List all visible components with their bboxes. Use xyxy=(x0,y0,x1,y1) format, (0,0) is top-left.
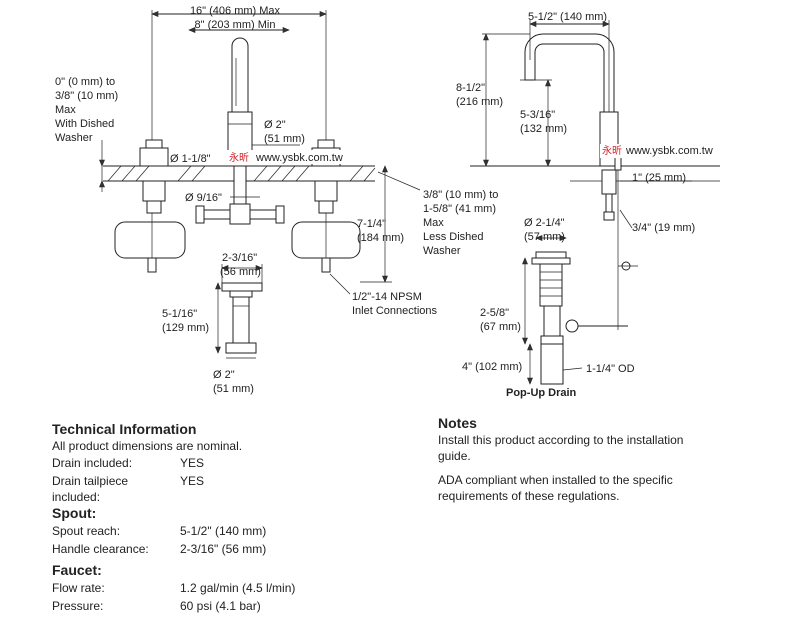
aerator-height: 5-3/16" xyxy=(520,109,555,121)
shank-diameter: Ø 9/16" xyxy=(185,192,222,204)
aerator-height-mm: (132 mm) xyxy=(520,123,567,135)
faucet-dimension-drawing: 16" (406 mm) Max 8" (203 mm) Min xyxy=(55,5,740,399)
watermark-cn-left: 永昕 xyxy=(229,151,249,164)
drain-diameter: Ø 2-1/4" xyxy=(524,217,565,229)
handle-width-mm: (56 mm) xyxy=(220,266,261,278)
thickness-2: 1-5/8" (41 mm) xyxy=(423,203,496,215)
below-deck-mm: (184 mm) xyxy=(357,232,404,244)
deck-label-5: Washer xyxy=(55,132,93,144)
handle-detail xyxy=(221,282,263,354)
spec-value: 5-1/2" (140 mm) xyxy=(180,524,267,538)
watermark-left: www.ysbk.com.tw xyxy=(255,152,343,164)
note-item: ADA compliant when installed to the spec… xyxy=(438,473,673,503)
handle-base-diameter: Ø 2" xyxy=(213,369,235,381)
deck-thickness: 1" (25 mm) xyxy=(632,172,686,184)
spec-value: YES xyxy=(180,474,205,488)
spout-title: Spout: xyxy=(52,505,97,521)
deck-label-3: Max xyxy=(55,104,76,116)
faucet-info: Faucet: Flow rate: 1.2 gal/min (4.5 l/mi… xyxy=(52,562,382,613)
height-label: 8-1/2" xyxy=(456,82,485,94)
handle-width: 2-3/16" xyxy=(222,252,257,264)
reach-label: 5-1/2" (140 mm) xyxy=(528,11,607,23)
spout xyxy=(227,37,253,215)
valve-diameter: Ø 1-1/8" xyxy=(170,153,211,165)
handle-height-mm: (129 mm) xyxy=(162,322,209,334)
drain-diameter-mm: (57 mm) xyxy=(524,231,565,243)
notes: Notes Install this product according to … xyxy=(438,415,738,512)
spec-label: Pressure: xyxy=(52,599,104,613)
inlet-label-1: 1/2"-14 NPSM xyxy=(352,291,422,303)
thickness-4: Less Dished xyxy=(423,231,484,243)
notes-title: Notes xyxy=(438,415,477,431)
spout-diameter-mm: (51 mm) xyxy=(264,133,305,145)
tailpiece-od: 1-1/4" OD xyxy=(586,363,635,375)
height-mm: (216 mm) xyxy=(456,96,503,108)
popup-drain: Ø 2-1/4" (57 mm) 2-5/8" (67 mm) 4" (102 … xyxy=(462,217,635,399)
left-valve xyxy=(114,139,186,273)
tailpiece-length: 4" (102 mm) xyxy=(462,361,522,373)
spout-info: Spout: Spout reach: 5-1/2" (140 mm) Hand… xyxy=(52,505,382,556)
faucet-front-view: 16" (406 mm) Max 8" (203 mm) Min xyxy=(55,5,498,395)
thickness-5: Washer xyxy=(423,245,461,257)
spec-label: Handle clearance: xyxy=(52,542,149,556)
thickness-1: 3/8" (10 mm) to xyxy=(423,189,498,201)
spec-label: Flow rate: xyxy=(52,581,105,595)
inlet-label-2: Inlet Connections xyxy=(352,305,437,317)
spread-min-label: 8" (203 mm) Min xyxy=(195,19,276,31)
popup-drain-title: Pop-Up Drain xyxy=(506,387,577,399)
spec-value: 2-3/16" (56 mm) xyxy=(180,542,267,556)
watermark-cn-right: 永昕 xyxy=(602,144,622,157)
rod-length: 3/4" (19 mm) xyxy=(632,222,695,234)
deck-label-1: 0" (0 mm) to xyxy=(55,76,115,88)
watermark-right: www.ysbk.com.tw xyxy=(625,145,713,157)
spec-label: Drain included: xyxy=(52,456,133,470)
below-deck-label: 7-1/4" xyxy=(357,218,386,230)
spec-value: 60 psi (4.1 bar) xyxy=(180,599,261,613)
thickness-3: Max xyxy=(423,217,444,229)
faucet-title: Faucet: xyxy=(52,562,102,578)
technical-info: Technical Information All product dimens… xyxy=(52,421,382,504)
technical-title: Technical Information xyxy=(52,421,197,437)
technical-subtitle: All product dimensions are nominal. xyxy=(52,439,243,453)
spec-value: YES xyxy=(180,456,205,470)
spec-label: Spout reach: xyxy=(52,524,121,538)
deck-label-4: With Dished xyxy=(55,118,114,130)
drain-height: 2-5/8" xyxy=(480,307,509,319)
deck-label-2: 3/8" (10 mm) xyxy=(55,90,118,102)
spout-diameter: Ø 2" xyxy=(264,119,286,131)
spec-label: Drain tailpiece included: xyxy=(52,474,129,504)
spec-value: 1.2 gal/min (4.5 l/min) xyxy=(180,581,296,595)
tee-connector xyxy=(195,203,285,225)
spread-max-label: 16" (406 mm) Max xyxy=(190,5,281,17)
faucet-side-view: 5-1/2" (140 mm) 8-1/2" (216 mm) 5-3/16" … xyxy=(456,11,740,330)
handle-height: 5-1/16" xyxy=(162,308,197,320)
drain-height-mm: (67 mm) xyxy=(480,321,521,333)
drain-flange xyxy=(535,251,567,259)
handle-base-diameter-mm: (51 mm) xyxy=(213,383,254,395)
note-item: Install this product according to the in… xyxy=(438,433,684,463)
